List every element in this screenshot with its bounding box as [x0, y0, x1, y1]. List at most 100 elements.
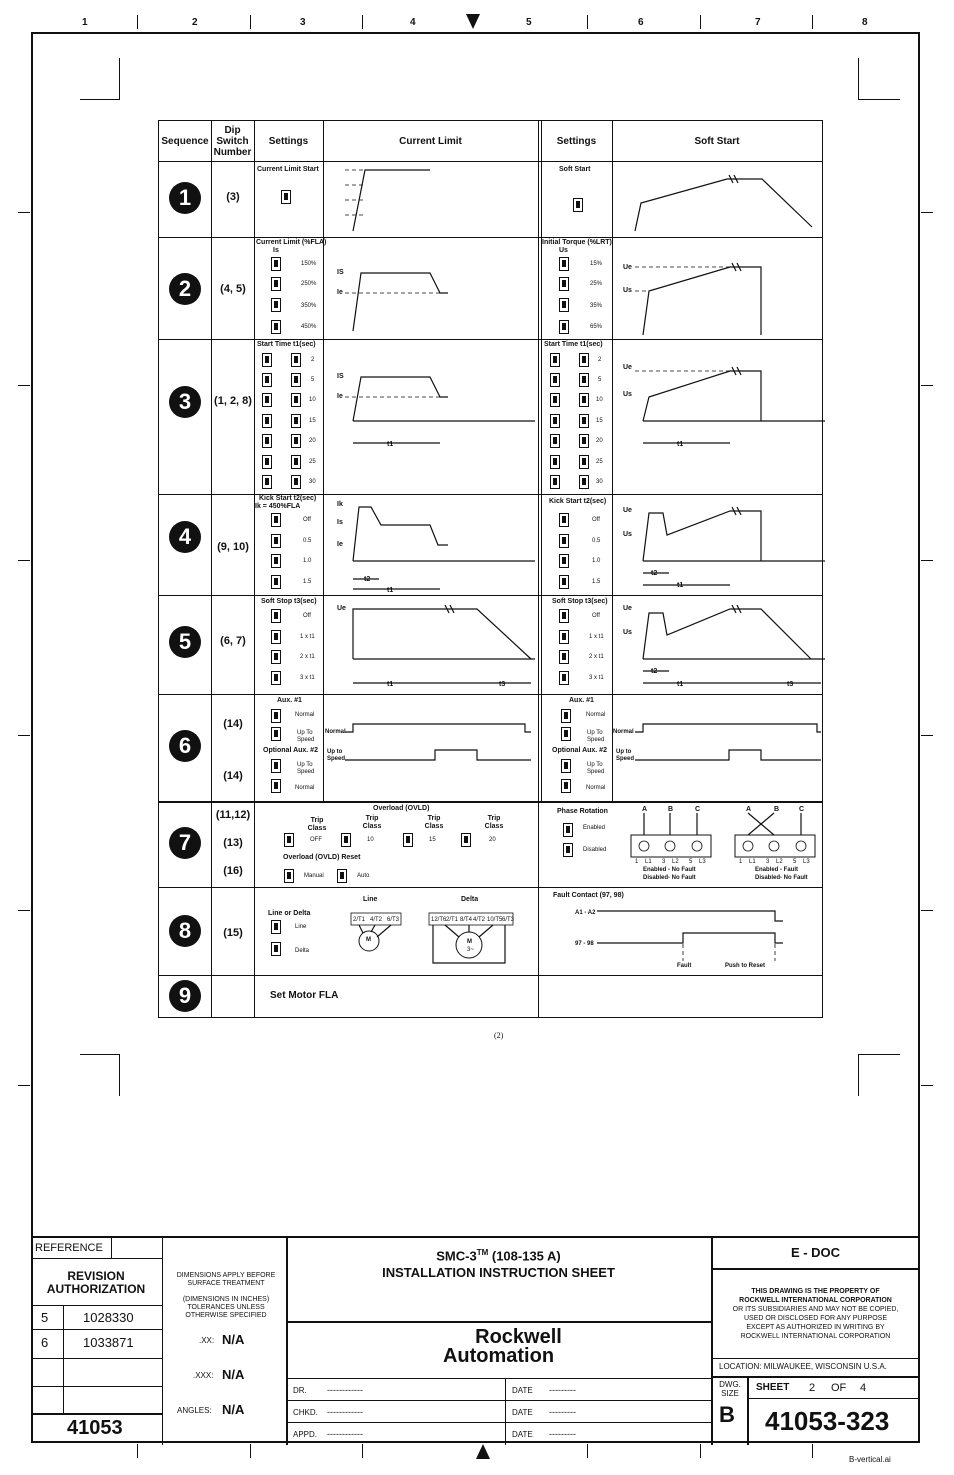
dip-switch[interactable] [271, 575, 281, 589]
reset-title: Overload (OVLD) Reset [283, 854, 361, 861]
dip-switch[interactable] [271, 513, 281, 527]
dip-switch[interactable] [262, 455, 272, 469]
dip-switch[interactable] [579, 353, 589, 367]
product-range: (108-135 A) [488, 1248, 561, 1264]
dip-number: (15) [223, 927, 243, 939]
zone-tick [362, 1444, 363, 1458]
dip-switch[interactable] [291, 434, 301, 448]
dip-switch[interactable] [559, 320, 569, 334]
dip-switch[interactable] [579, 414, 589, 428]
dip-switch[interactable] [559, 630, 569, 644]
dip-switch[interactable] [271, 920, 281, 934]
dip-switch[interactable] [291, 393, 301, 407]
dip-switch[interactable] [579, 475, 589, 489]
zone-tick [700, 15, 701, 29]
dip-switch[interactable] [559, 298, 569, 312]
wave-label: t1 [677, 681, 684, 688]
wave-label: IS [337, 373, 344, 380]
dip-switch[interactable] [559, 650, 569, 664]
wave-label: t1 [677, 441, 684, 448]
dip-switch[interactable] [271, 277, 281, 291]
dip-switch[interactable] [271, 320, 281, 334]
dip-switch[interactable] [271, 534, 281, 548]
terminal-label: 1 [739, 859, 743, 865]
dip-switch[interactable] [550, 353, 560, 367]
sheet-number: 2 [809, 1382, 816, 1394]
terminal-label: 4/T2 [473, 917, 486, 923]
dip-switch[interactable] [579, 373, 589, 387]
wave-label: Us [623, 531, 632, 538]
phase-rotation-diagram [630, 812, 816, 858]
dip-switch[interactable] [291, 475, 301, 489]
dip-switch[interactable] [271, 257, 281, 271]
dip-switch[interactable] [291, 373, 301, 387]
sequence-badge: 4 [169, 521, 201, 553]
option-label: Up To Speed [587, 730, 605, 743]
terminal-label: 3 [766, 859, 770, 865]
dip-switch[interactable] [579, 455, 589, 469]
dip-switch[interactable] [561, 727, 571, 741]
dip-switch[interactable] [559, 257, 569, 271]
header-sequence: Sequence [161, 135, 209, 147]
dip-switch[interactable] [262, 434, 272, 448]
dip-switch[interactable] [271, 609, 281, 623]
dip-switch[interactable] [284, 869, 294, 883]
dip-switch[interactable] [550, 434, 560, 448]
dip-switch[interactable] [271, 671, 281, 685]
dip-switch[interactable] [550, 414, 560, 428]
terminal-label: L1 [749, 859, 756, 865]
header-dip-switch: Dip Switch Number [213, 124, 252, 158]
dip-switch[interactable] [284, 833, 294, 847]
dip-switch[interactable] [561, 759, 571, 773]
terminal-label: 4/T2 [370, 917, 383, 923]
dip-switch[interactable] [271, 298, 281, 312]
dip-switch[interactable] [559, 671, 569, 685]
dip-switch[interactable] [341, 833, 351, 847]
dip-switch[interactable] [271, 554, 281, 568]
setting-sub: Ik = 450%FLA [255, 503, 301, 510]
dip-switch[interactable] [559, 513, 569, 527]
dip-switch[interactable] [550, 455, 560, 469]
dip-switch[interactable] [271, 942, 281, 956]
dip-switch[interactable] [281, 190, 291, 204]
dip-switch[interactable] [291, 455, 301, 469]
dip-switch[interactable] [550, 393, 560, 407]
dip-switch[interactable] [271, 759, 281, 773]
dip-switch[interactable] [561, 779, 571, 793]
dip-switch[interactable] [403, 833, 413, 847]
dip-switch[interactable] [561, 709, 571, 723]
dip-switch[interactable] [573, 198, 583, 212]
dip-switch[interactable] [563, 843, 573, 857]
dip-switch[interactable] [559, 609, 569, 623]
dip-switch[interactable] [579, 434, 589, 448]
dip-switch[interactable] [262, 475, 272, 489]
dip-switch[interactable] [559, 554, 569, 568]
dip-switch[interactable] [262, 373, 272, 387]
dip-switch[interactable] [291, 414, 301, 428]
dip-switch[interactable] [262, 414, 272, 428]
dip-switch[interactable] [559, 277, 569, 291]
wave-label: Us [623, 287, 632, 294]
dip-switch[interactable] [559, 575, 569, 589]
dip-switch[interactable] [271, 779, 281, 793]
dip-switch[interactable] [271, 650, 281, 664]
dip-switch[interactable] [271, 630, 281, 644]
wave-label: Us [623, 391, 632, 398]
dip-switch[interactable] [271, 727, 281, 741]
zone-tick [812, 1444, 813, 1458]
sequence-badge: 8 [169, 915, 201, 947]
dip-switch[interactable] [550, 373, 560, 387]
dip-switch[interactable] [559, 534, 569, 548]
dip-switch[interactable] [271, 709, 281, 723]
dip-switch[interactable] [291, 353, 301, 367]
dip-switch[interactable] [563, 823, 573, 837]
dip-switch[interactable] [461, 833, 471, 847]
wave-label: Ie [337, 289, 343, 296]
dip-switch[interactable] [579, 393, 589, 407]
dip-switch[interactable] [262, 353, 272, 367]
dip-switch[interactable] [550, 475, 560, 489]
wave-label: Ue [337, 605, 346, 612]
terminal-label: 5 [793, 859, 797, 865]
dip-switch[interactable] [337, 869, 347, 883]
dip-switch[interactable] [262, 393, 272, 407]
